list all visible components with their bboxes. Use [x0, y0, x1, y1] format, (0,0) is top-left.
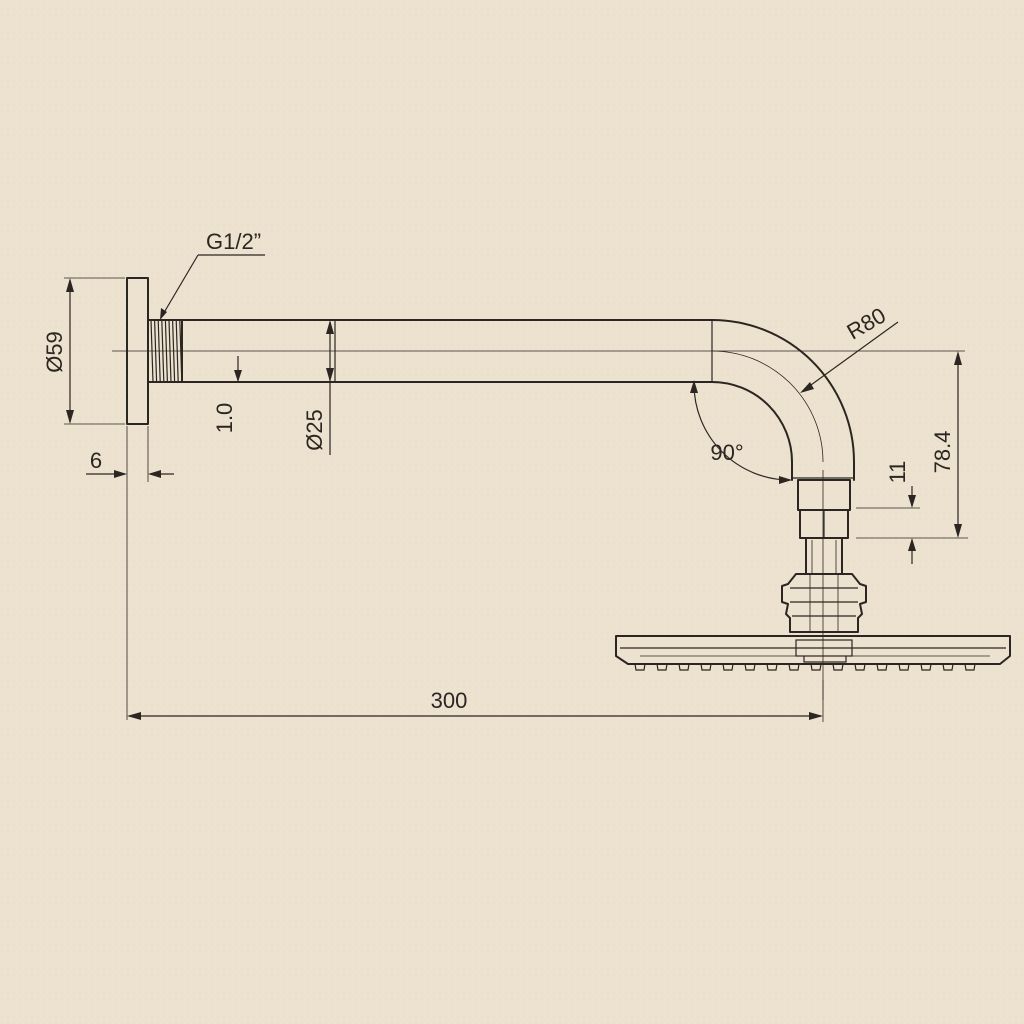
connector-height-label: 11 — [885, 461, 910, 484]
ball-joint — [781, 573, 867, 633]
projection-label: 300 — [431, 688, 468, 713]
flange-thickness-dimension — [86, 426, 174, 720]
arm-diameter-dimension — [326, 320, 334, 455]
spray-nozzle — [942, 663, 954, 671]
thread-callout — [160, 254, 265, 320]
spray-nozzle — [744, 663, 756, 671]
spray-nozzle — [634, 663, 646, 671]
bend-angle-dimension — [690, 380, 792, 484]
thread-label: G1/2” — [206, 229, 261, 254]
spray-nozzle — [700, 663, 712, 671]
spray-nozzle — [722, 663, 734, 671]
connector-height-dimension — [856, 486, 920, 564]
bend-angle-label: 90° — [710, 440, 743, 465]
spray-nozzle — [678, 663, 690, 671]
arm-diameter-label: Ø25 — [302, 409, 327, 451]
projection-dimension — [127, 680, 824, 722]
spray-nozzle — [854, 663, 866, 671]
spray-nozzle — [964, 663, 976, 671]
flange-thickness-label: 6 — [90, 448, 102, 473]
connector-nut — [797, 479, 851, 575]
drop-height-label: 78.4 — [930, 431, 955, 474]
centerlines — [112, 350, 965, 700]
spray-nozzle — [656, 663, 668, 671]
shower-head — [615, 635, 1011, 671]
offset-label: 1.0 — [212, 403, 237, 434]
spray-nozzle — [898, 663, 910, 671]
spray-nozzles — [634, 663, 976, 671]
shower-arm — [181, 319, 855, 481]
drop-height-dimension — [856, 351, 968, 539]
flange-diameter-label: Ø59 — [42, 331, 67, 373]
flange-diameter-dimension — [64, 277, 125, 425]
offset-dimension — [234, 356, 242, 382]
spray-nozzle — [876, 663, 888, 671]
spray-nozzle — [788, 663, 800, 671]
spray-nozzle — [832, 663, 844, 671]
spray-nozzle — [766, 663, 778, 671]
bend-radius-dimension — [800, 321, 899, 393]
spray-nozzle — [920, 663, 932, 671]
spray-nozzle — [810, 663, 822, 671]
